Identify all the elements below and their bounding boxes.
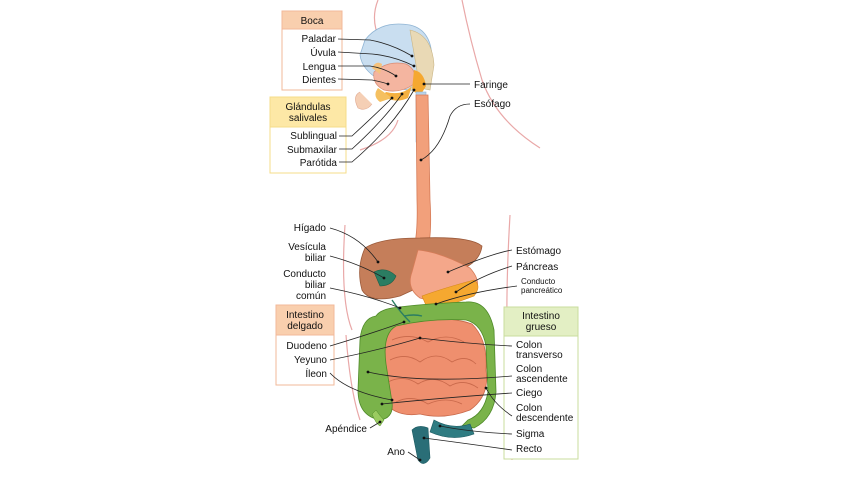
label-sublingual: Sublingual [290,131,337,142]
leader-lines [329,38,518,461]
label-ano: Ano [387,447,405,458]
delgado-title-2: delgado [287,321,323,332]
label-conducto-biliar-1: Conducto [283,269,326,280]
esophagus-shape [413,94,432,249]
boca-title: Boca [301,16,324,27]
leader-dots [366,54,488,462]
label-ciego: Ciego [516,388,543,399]
salivales-title-2: salivales [289,113,327,124]
label-colon-descendente-1: Colon [516,403,542,414]
label-submaxilar: Submaxilar [287,145,338,156]
label-uvula: Úvula [310,46,336,59]
grueso-title-1: Intestino [522,311,560,322]
label-colon-descendente-2: descendente [516,413,574,424]
label-colon-transverso-2: transverso [516,350,563,361]
salivales-box: Glándulas salivales Sublingual Submaxila… [269,96,347,174]
label-colon-transverso-1: Colon [516,340,542,351]
label-conducto-pancreatico-2: pancreático [521,286,563,295]
label-conducto-pancreatico-1: Conducto [521,277,556,286]
grueso-box: Intestino grueso Colon transverso Colon … [503,306,579,460]
label-esofago: Esófago [474,99,511,110]
label-higado: Hígado [294,223,327,234]
label-recto: Recto [516,444,543,455]
grueso-title-2: grueso [526,322,557,333]
abdominal-organs [357,237,497,464]
label-yeyuno: Yeyuno [294,355,327,366]
label-pancreas: Páncreas [516,262,558,273]
label-estomago: Estómago [516,246,561,257]
label-conducto-biliar-3: común [296,291,326,302]
label-vesicula-1: Vesícula [288,242,326,253]
label-sigma: Sigma [516,429,545,440]
label-apendice: Apéndice [325,424,367,435]
salivales-title-1: Glándulas [285,102,330,113]
label-vesicula-2: biliar [305,253,327,264]
delgado-title-1: Intestino [286,310,324,321]
head-mouth-organs [355,23,435,143]
delgado-box: Intestino delgado Duodeno Yeyuno Íleon [275,304,335,386]
label-duodeno: Duodeno [286,341,327,352]
label-faringe: Faringe [474,80,508,91]
label-conducto-biliar-2: biliar [305,280,327,291]
label-parotida: Parótida [300,158,338,169]
label-paladar: Paladar [302,34,337,45]
boca-box: Boca Paladar Úvula Lengua Dientes [281,10,343,91]
label-ileon: Íleon [305,367,327,380]
free-labels: Faringe Esófago Hígado Vesícula biliar C… [283,80,563,458]
label-lengua: Lengua [303,62,337,73]
label-dientes: Dientes [302,75,336,86]
label-colon-ascendente-2: ascendente [516,374,568,385]
label-colon-ascendente-1: Colon [516,364,542,375]
